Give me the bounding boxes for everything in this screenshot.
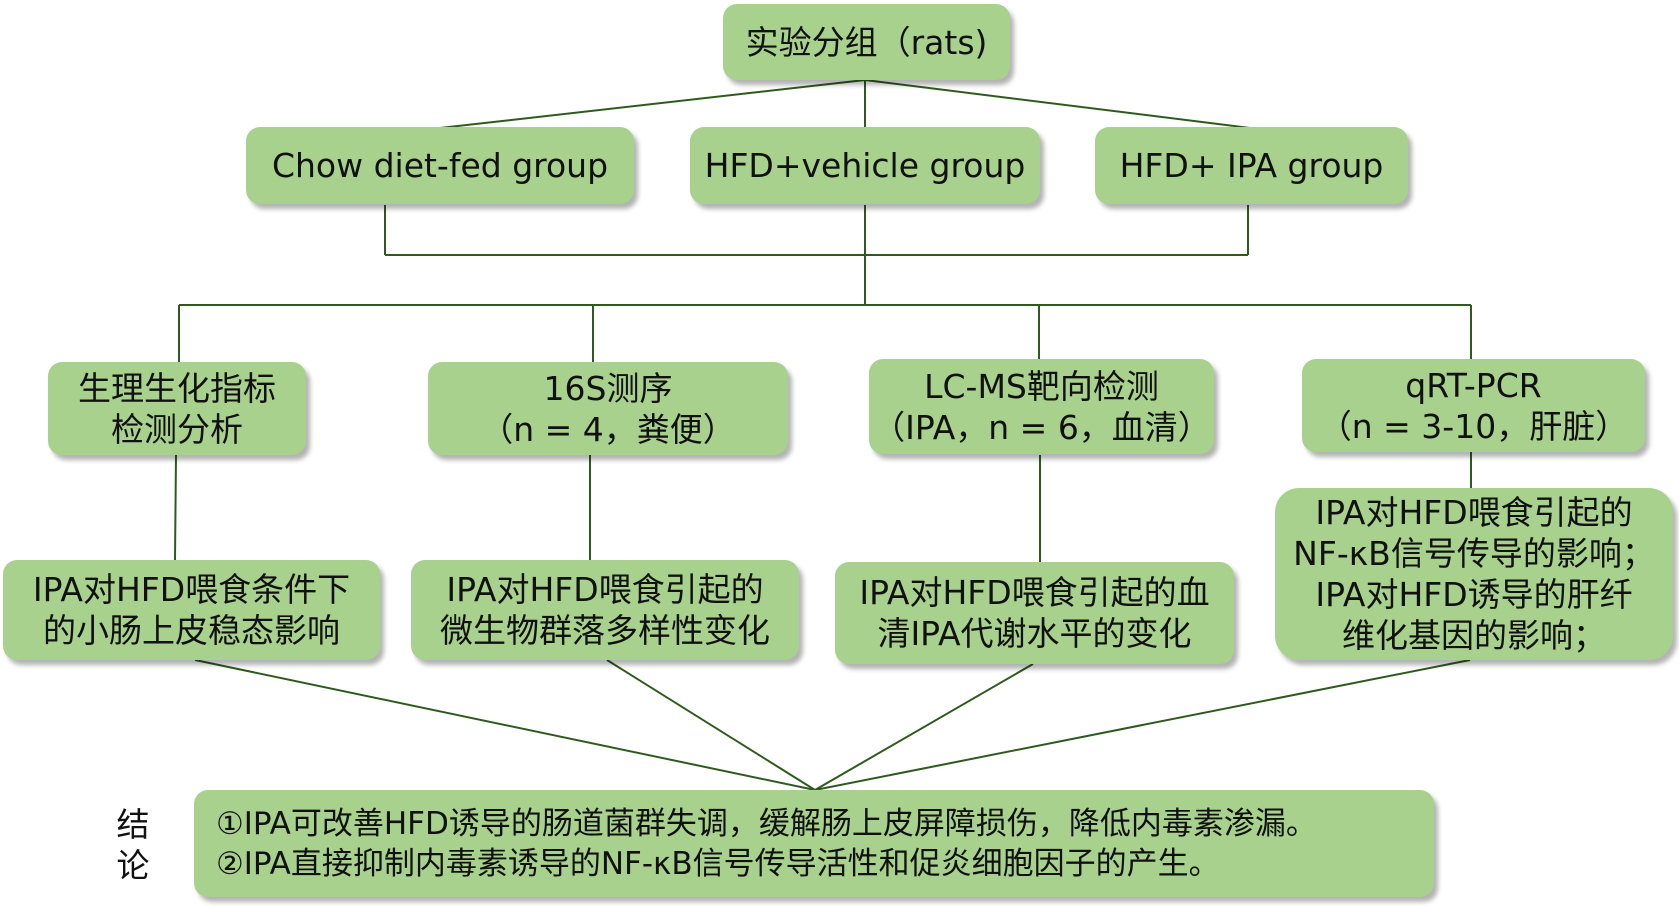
method-node-qrtpcr: qRT-PCR （n = 3-10，肝脏） [1302,359,1645,452]
result-line: IPA对HFD喂食条件下 [32,570,351,609]
result-line: IPA对HFD喂食引起的 [446,570,764,609]
connector-root-left [439,79,866,129]
method-line1: LC-MS靶向检测 [924,366,1159,406]
result-node-epithelium: IPA对HFD喂食条件下 的小肠上皮稳态影响 [3,560,380,660]
method-line2: （IPA，n = 6，血清） [872,407,1211,447]
method-line2: （n = 3-10，肝脏） [1318,406,1629,446]
root-node: 实验分组（rats) [723,4,1010,80]
conclusion-side-label: 结 论 [113,804,153,886]
group-node-hfd-vehicle: HFD+vehicle group [690,127,1040,204]
connector-conclusion-2 [606,659,816,791]
result-node-nfkb-liver: IPA对HFD喂食引起的 NF-κB信号传导的影响； IPA对HFD诱导的肝纤 … [1275,488,1673,660]
method-node-lcms: LC-MS靶向检测 （IPA，n = 6，血清） [869,359,1214,454]
method-line2: 检测分析 [111,409,243,449]
result-line: IPA对HFD喂食引起的血 [859,573,1210,612]
connector-conclusion-4 [814,659,1471,791]
root-label: 实验分组（rats) [745,22,988,62]
method-line1: 生理生化指标 [78,368,276,408]
group-label: Chow diet-fed group [271,146,609,185]
conclusion-side-label-char: 论 [116,846,150,885]
result-line: IPA对HFD诱导的肝纤 [1315,575,1633,614]
result-line: 的小肠上皮稳态影响 [43,611,340,650]
method-node-16s: 16S测序 （n = 4，粪便） [428,362,788,455]
conclusion-node: ①IPA可改善HFD诱导的肠道菌群失调，缓解肠上皮屏障损伤，降低内毒素渗漏。 ②… [194,790,1434,897]
result-line: IPA对HFD喂食引起的 [1315,493,1633,532]
result-node-microbiota: IPA对HFD喂食引起的 微生物群落多样性变化 [411,560,799,660]
group-node-chow: Chow diet-fed group [246,127,634,204]
connector-conclusion-3 [814,663,1034,791]
connector-conclusion-1 [194,659,816,791]
group-node-hfd-ipa: HFD+ IPA group [1095,127,1408,204]
group-label: HFD+ IPA group [1119,146,1384,185]
connector-root-right [864,79,1251,129]
connector-result1 [174,454,177,561]
result-line: 清IPA代谢水平的变化 [877,614,1192,653]
method-line2: （n = 4，粪便） [480,409,736,449]
result-node-serum-ipa: IPA对HFD喂食引起的血 清IPA代谢水平的变化 [835,562,1234,664]
method-line1: qRT-PCR [1405,365,1542,405]
conclusion-line2: ②IPA直接抑制内毒素诱导的NF-κB信号传导活性和促炎细胞因子的产生。 [216,845,1220,882]
result-line: 微生物群落多样性变化 [440,611,770,650]
result-line: 维化基因的影响； [1342,616,1606,655]
result-line: NF-κB信号传导的影响； [1293,534,1655,573]
group-label: HFD+vehicle group [704,146,1026,185]
method-node-physiology: 生理生化指标 检测分析 [48,362,306,455]
method-line1: 16S测序 [543,368,673,408]
conclusion-side-label-char: 结 [116,805,150,844]
conclusion-line1: ①IPA可改善HFD诱导的肠道菌群失调，缓解肠上皮屏障损伤，降低内毒素渗漏。 [216,805,1317,842]
